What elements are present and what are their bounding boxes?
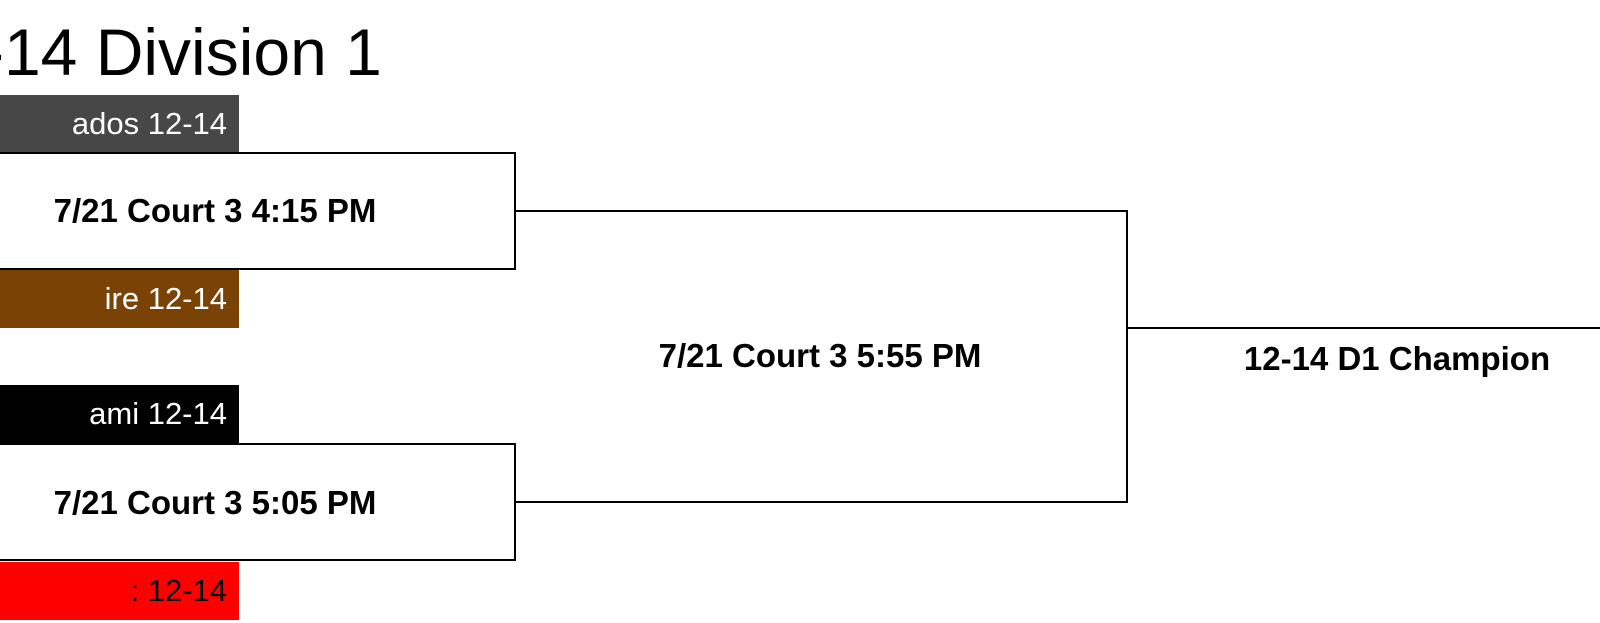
bracket-title: -14 Division 1	[0, 15, 382, 89]
game-box-1	[0, 152, 516, 270]
team-name: ami 12-14	[89, 396, 227, 431]
connector-game-1	[516, 210, 1128, 212]
team-slot-4: : 12-14	[0, 562, 239, 620]
team-name: ados 12-14	[71, 106, 227, 141]
team-slot-1: ados 12-14	[0, 95, 239, 152]
game-box-2	[0, 443, 516, 561]
connector-champion	[1126, 327, 1600, 329]
connector-vertical	[1126, 210, 1128, 503]
final-game-label: 7/21 Court 3 5:55 PM	[658, 337, 982, 374]
champion-label: 12-14 D1 Champion	[1243, 340, 1551, 377]
game-2-label: 7/21 Court 3 5:05 PM	[53, 484, 377, 521]
team-name: ire 12-14	[104, 281, 227, 316]
connector-game-2	[516, 501, 1128, 503]
team-slot-2: ire 12-14	[0, 270, 239, 328]
team-slot-3: ami 12-14	[0, 385, 239, 443]
team-name: : 12-14	[130, 573, 227, 608]
game-1-label: 7/21 Court 3 4:15 PM	[53, 192, 377, 229]
